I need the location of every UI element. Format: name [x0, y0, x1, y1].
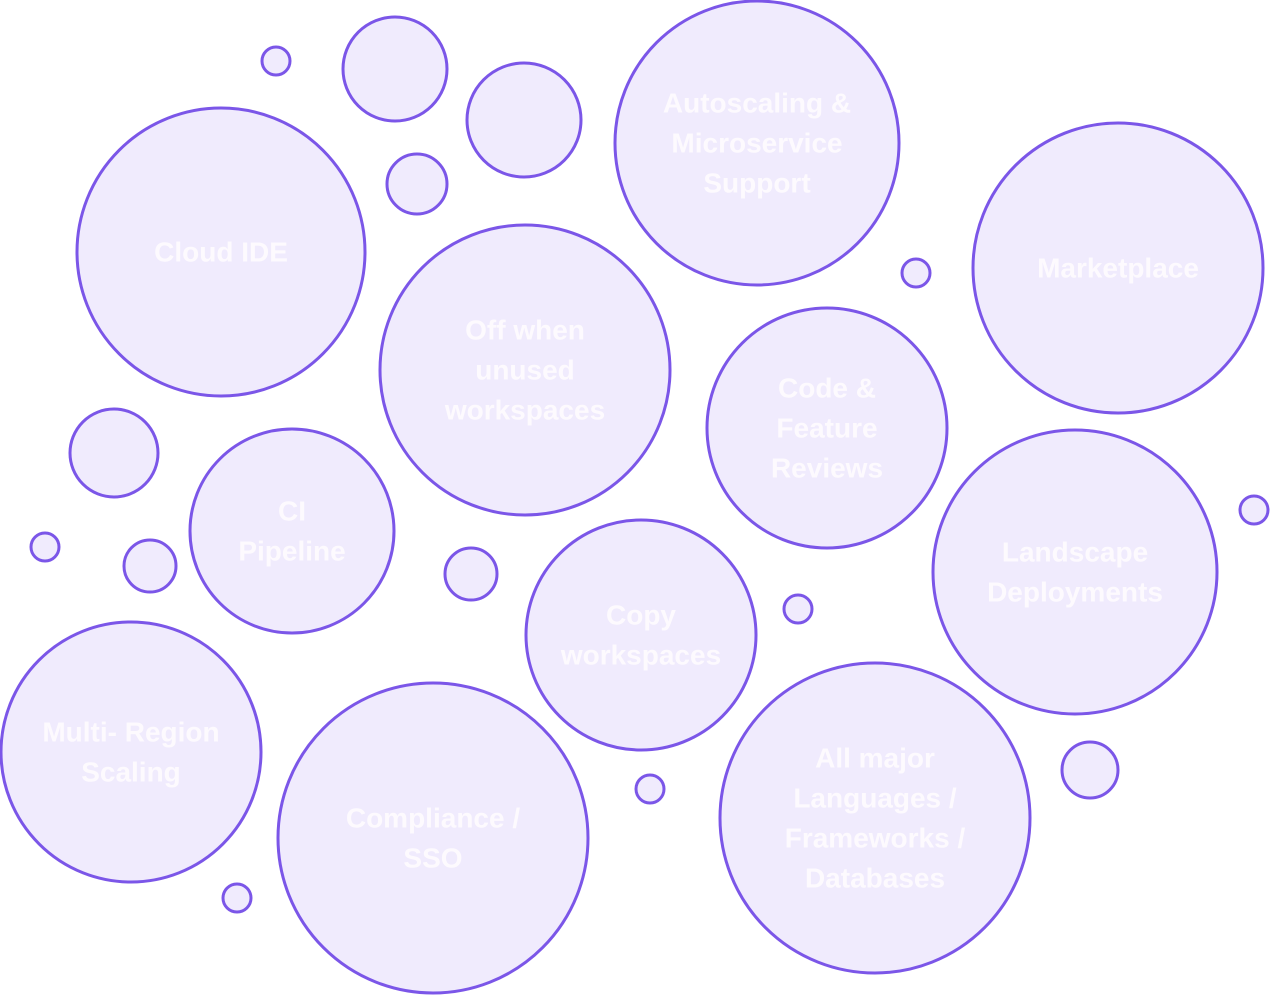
bubble-label-line: Frameworks /	[785, 823, 966, 854]
bubble-cloud-ide: Cloud IDE	[75, 106, 367, 398]
bubble-label-line: Autoscaling &	[663, 88, 851, 119]
decorative-bubble	[29, 531, 61, 563]
bubble-circle-multi-region-scaling	[0, 620, 263, 884]
bubble-label-line: Marketplace	[1037, 253, 1199, 284]
bubble-label-line: Deployments	[987, 577, 1163, 608]
decorative-bubble	[122, 538, 178, 594]
bubble-label-line: Off when	[465, 315, 585, 346]
bubble-circle-cloud-ide	[75, 106, 367, 398]
bubble-circle-all-major-languages-frameworks-databases	[718, 661, 1032, 975]
bubble-copy-workspaces: Copy workspaces	[524, 518, 758, 752]
bubble-circle-compliance-sso	[276, 681, 590, 995]
bubble-label-line: Cloud IDE	[154, 237, 288, 268]
bubble-label-line: workspaces	[444, 395, 605, 426]
bubble-label-line: Code &	[778, 373, 876, 404]
bubble-label-line: workspaces	[560, 640, 721, 671]
decorative-bubble	[68, 407, 160, 499]
bubble-label-line: Feature	[776, 413, 877, 444]
bubble-label-line: Support	[703, 168, 810, 199]
decorative-bubble	[260, 45, 292, 77]
bubble-circle-marketplace	[971, 121, 1265, 415]
bubble-marketplace: Marketplace	[971, 121, 1265, 415]
bubble-compliance-sso: Compliance / SSO	[276, 681, 590, 995]
bubble-label-line: Microservice	[671, 128, 842, 159]
bubble-label-line: CI	[278, 496, 306, 527]
bubble-ci-pipeline: CI Pipeline	[188, 427, 396, 635]
decorative-bubble	[465, 61, 583, 179]
bubble-circle-off-when-unused-workspaces	[378, 223, 672, 517]
bubble-label-line: Languages /	[793, 783, 957, 814]
bubble-label-line: Pipeline	[238, 536, 345, 567]
decorative-bubble	[1238, 494, 1270, 526]
bubble-circle-code-feature-reviews	[705, 306, 949, 550]
bubble-circle-ci-pipeline	[188, 427, 396, 635]
decorative-bubble	[341, 15, 449, 123]
bubble-label-line: unused	[475, 355, 575, 386]
decorative-bubble	[1060, 740, 1120, 800]
decorative-bubbles	[29, 15, 1270, 914]
bubble-circle-copy-workspaces	[524, 518, 758, 752]
decorative-bubble	[900, 257, 932, 289]
bubble-label-line: Scaling	[81, 757, 181, 788]
bubble-label-line: Copy	[606, 600, 676, 631]
bubble-label-line: Landscape	[1002, 537, 1148, 568]
bubble-label-line: Reviews	[771, 453, 883, 484]
bubble-label-line: Compliance /	[346, 803, 520, 834]
bubble-circle-landscape-deployments	[931, 428, 1219, 716]
decorative-bubble	[443, 546, 499, 602]
bubble-label-line: All major	[815, 743, 935, 774]
bubble-label-line: Multi- Region	[42, 717, 219, 748]
decorative-bubble	[634, 773, 666, 805]
bubble-circle-autoscaling-microservice-support	[613, 0, 901, 287]
decorative-bubble	[385, 152, 449, 216]
bubble-label-line: Databases	[805, 863, 945, 894]
bubble-off-when-unused-workspaces: Off when unused workspaces	[378, 223, 672, 517]
decorative-bubble	[782, 593, 814, 625]
decorative-bubble	[221, 882, 253, 914]
bubble-label-line: SSO	[403, 843, 462, 874]
